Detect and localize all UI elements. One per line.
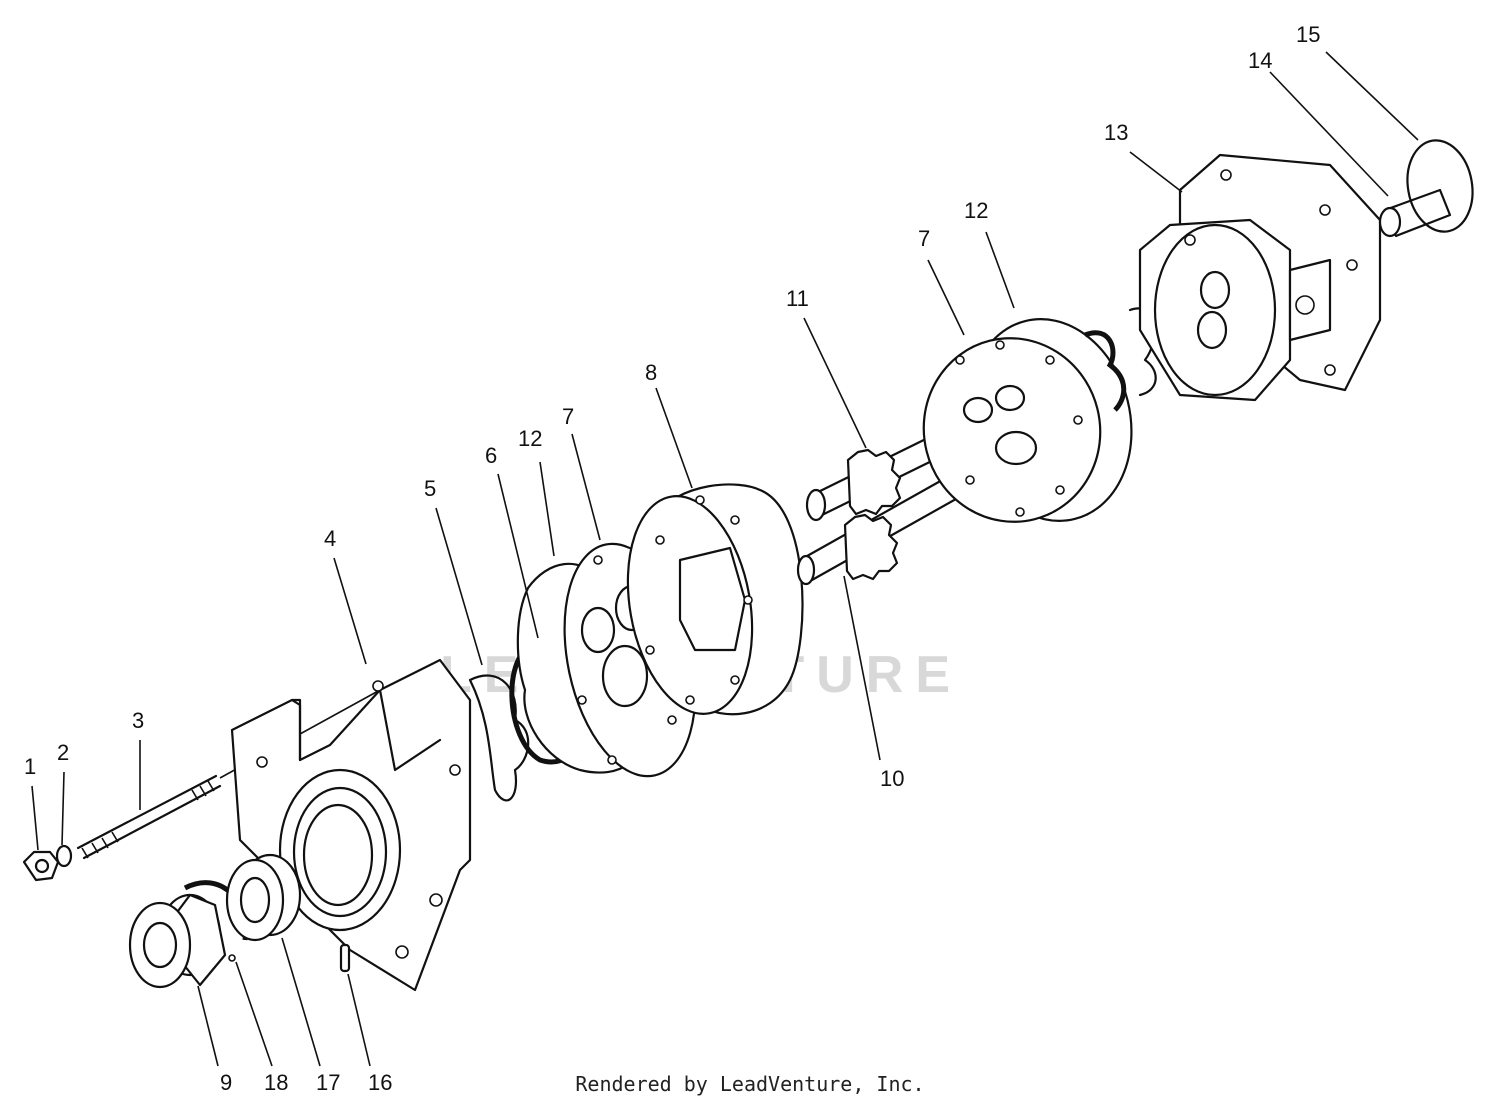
callout-4: 4 — [324, 526, 336, 551]
part-lock-washer — [55, 844, 73, 868]
callout-8: 8 — [645, 360, 657, 385]
part-thrust-plate-rear — [922, 318, 1133, 523]
callout-12-rear: 12 — [964, 198, 988, 223]
callout-labels: 1 2 3 4 5 6 12 7 8 11 7 12 13 14 15 10 9… — [24, 22, 1320, 1095]
callout-10: 10 — [880, 766, 904, 791]
part-o-ring-rear — [1406, 139, 1474, 233]
callout-18: 18 — [264, 1070, 288, 1095]
callout-3: 3 — [132, 708, 144, 733]
part-dowel-pin — [339, 943, 351, 973]
callout-7-rear: 7 — [918, 226, 930, 251]
callout-13: 13 — [1104, 120, 1128, 145]
part-drive-gear-shaft — [796, 468, 974, 586]
callout-11: 11 — [786, 286, 809, 311]
part-bushing — [1378, 188, 1452, 238]
callout-2: 2 — [57, 740, 69, 765]
part-shaft-seal — [128, 893, 227, 989]
callout-15: 15 — [1296, 22, 1320, 47]
part-driven-gear-shaft — [805, 430, 952, 522]
part-gear-housing — [626, 483, 804, 716]
footer-credit: Rendered by LeadVenture, Inc. — [575, 1072, 925, 1096]
callout-16: 16 — [368, 1070, 392, 1095]
callout-17: 17 — [316, 1070, 340, 1095]
callout-12-front: 12 — [518, 426, 542, 451]
part-front-housing — [230, 658, 472, 992]
callout-6: 6 — [485, 443, 497, 468]
callout-9: 9 — [220, 1070, 232, 1095]
callout-14: 14 — [1248, 48, 1272, 73]
callout-1: 1 — [24, 754, 36, 779]
callout-7-front: 7 — [562, 404, 574, 429]
part-rear-cover — [1138, 153, 1382, 402]
callout-5: 5 — [424, 476, 436, 501]
leader-lines — [31, 51, 1419, 1067]
part-bearing — [225, 853, 302, 942]
part-nut — [22, 850, 60, 882]
